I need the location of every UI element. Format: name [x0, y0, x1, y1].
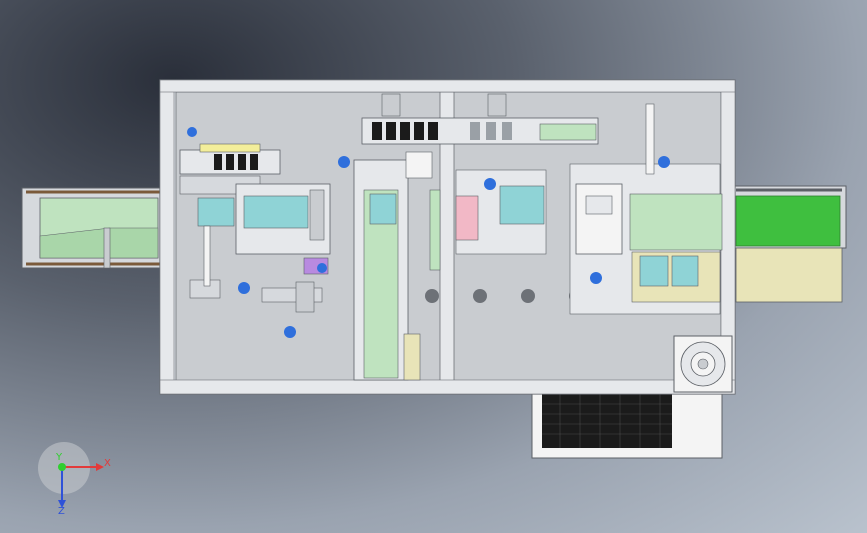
right-outfeed-conveyor — [733, 185, 847, 303]
x-axis-label: X — [104, 458, 111, 469]
blue-markers — [187, 127, 670, 338]
center-right-station — [425, 169, 583, 303]
left-feeder-module — [179, 143, 281, 195]
coordinate-triad: X Y Z — [38, 442, 111, 517]
top-linear-module — [361, 93, 599, 145]
center-vertical-rail — [353, 151, 433, 381]
bottom-cabinet — [531, 387, 723, 459]
z-axis-label: Z — [58, 506, 65, 517]
rotary-indexer — [673, 335, 733, 393]
right-station — [569, 103, 723, 315]
left-station — [189, 183, 331, 313]
y-axis-dot — [58, 463, 66, 471]
left-infeed-conveyor — [21, 187, 165, 269]
y-axis-label: Y — [55, 452, 63, 463]
